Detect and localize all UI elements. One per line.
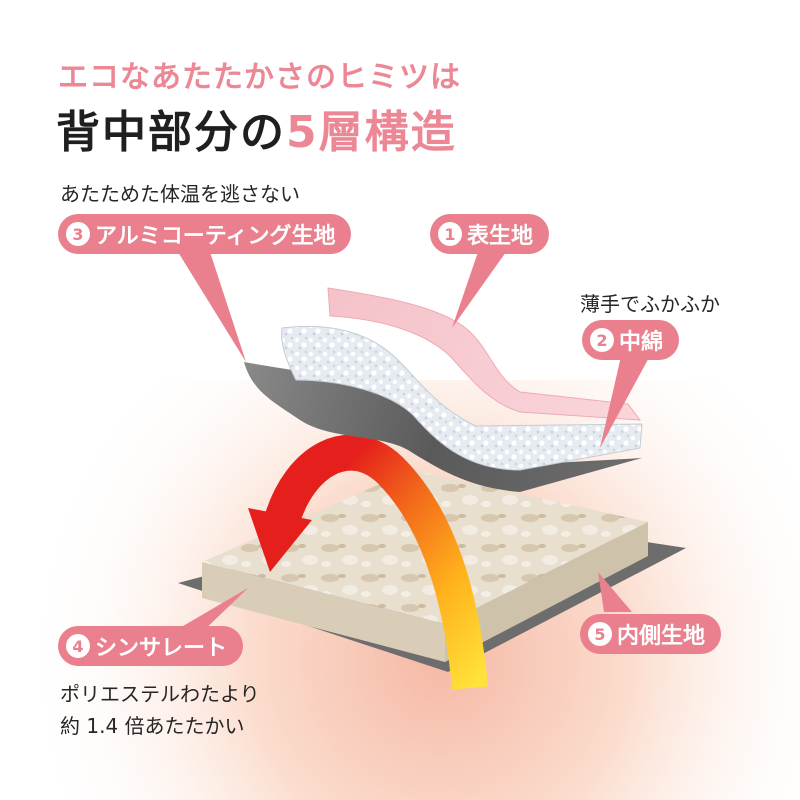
title-main: 背中部分の <box>56 107 286 158</box>
label-padding: 2 中綿 <box>582 320 680 360</box>
number-badge: 3 <box>66 222 90 246</box>
callout-pointer-2 <box>600 352 652 448</box>
thinsulate-front <box>445 522 648 662</box>
padding-layer <box>281 325 643 471</box>
outer-fabric-layer <box>327 287 642 421</box>
page-title: 背中部分の5層構造 <box>56 96 457 160</box>
heat-arrow <box>264 434 488 690</box>
label-aluminum: 3 アルミコーティング生地 <box>58 214 352 254</box>
heat-arrow-head <box>248 508 312 572</box>
callout-pointer-1 <box>452 252 506 328</box>
label-inner-fabric: 5 内側生地 <box>580 614 722 654</box>
label-thinsulate: 4 シンサレート <box>58 626 244 666</box>
label-text: シンサレート <box>95 636 228 661</box>
label-text: アルミコーティング生地 <box>95 224 336 249</box>
label-text: 内側生地 <box>617 624 706 649</box>
label-text: 表生地 <box>467 224 534 249</box>
label-outer-fabric: 1 表生地 <box>430 214 550 254</box>
callout-pointer-3 <box>178 252 246 362</box>
note-padding: 薄手でふかふか <box>580 292 720 316</box>
number-badge: 2 <box>590 328 614 352</box>
number-badge: 4 <box>66 634 90 658</box>
title-accent: 5層構造 <box>286 107 457 158</box>
note-thinsulate-line1: ポリエステルわたより <box>60 682 260 706</box>
note-thinsulate-line2: 約 1.4 倍あたたかい <box>60 714 245 738</box>
number-badge: 5 <box>588 622 612 646</box>
callout-pointer-4 <box>166 588 248 636</box>
thinsulate-side <box>202 562 445 662</box>
callout-pointer-5 <box>598 572 632 612</box>
label-text: 中綿 <box>619 330 664 355</box>
number-badge: 1 <box>438 222 462 246</box>
note-aluminum: あたためた体温を逃さない <box>60 182 300 206</box>
subtitle: エコなあたたかさのヒミツは <box>58 60 461 95</box>
aluminum-layer <box>244 362 642 492</box>
